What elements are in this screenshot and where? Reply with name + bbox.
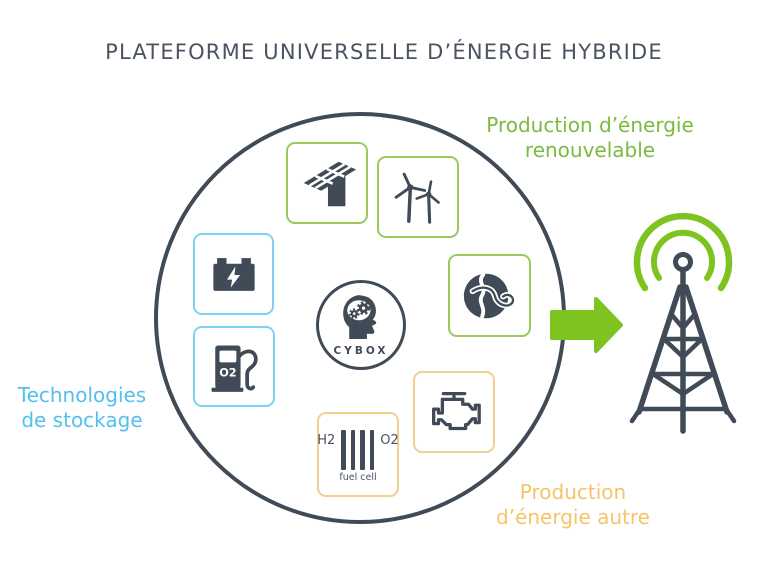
solar-panel-box — [286, 142, 368, 224]
fuel-cell-h2-label: H2 — [317, 433, 336, 448]
legend-other-energy: Production d’énergie autre — [458, 480, 688, 530]
gear-icon — [356, 301, 371, 315]
legend-renewable-line1: Production d’énergie — [486, 113, 694, 137]
legend-storage-line2: de stockage — [21, 408, 143, 432]
fuel-cell-o2-label: O2 — [380, 433, 399, 448]
fuel-cell-caption: fuel cell — [339, 472, 377, 483]
transmission-tower-icon — [629, 252, 737, 434]
cybox-label: CYBOX — [333, 345, 389, 357]
globe-wind-icon — [463, 272, 516, 318]
wind-turbines-icon — [394, 172, 440, 224]
battery-box — [193, 233, 274, 315]
fuel-cell-bars — [341, 430, 375, 470]
arrow-right-icon — [550, 297, 623, 353]
engine-icon — [432, 391, 481, 431]
engine-box — [413, 371, 495, 453]
car-battery-icon — [212, 258, 255, 291]
solar-panel-icon — [303, 161, 357, 207]
globe-box — [448, 254, 531, 337]
wind-turbines-box — [377, 156, 459, 238]
brain-head-icon — [343, 295, 377, 339]
signal-waves-icon — [633, 212, 733, 292]
fuel-cell-box: H2 O2 fuel cell — [317, 412, 399, 497]
energy-output-group — [550, 212, 737, 434]
page-title: PLATEFORME UNIVERSELLE D’ÉNERGIE HYBRIDE — [105, 40, 663, 64]
fuel-cell-icon: H2 O2 — [317, 430, 399, 470]
gear-icon-small — [348, 308, 360, 319]
legend-other-line2: d’énergie autre — [496, 505, 650, 529]
legend-storage-technologies: Technologies de stockage — [6, 383, 158, 433]
legend-storage-line1: Technologies — [17, 383, 147, 407]
fuel-pump-box: O2 — [193, 326, 275, 407]
legend-renewable-energy: Production d’énergie renouvelable — [450, 113, 730, 163]
legend-renewable-line2: renouvelable — [524, 138, 656, 162]
fuel-pump-icon: O2 — [211, 344, 258, 392]
fuel-pump-o2-label: O2 — [219, 366, 236, 379]
cybox-hub: CYBOX — [316, 280, 406, 370]
legend-other-line1: Production — [519, 480, 627, 504]
